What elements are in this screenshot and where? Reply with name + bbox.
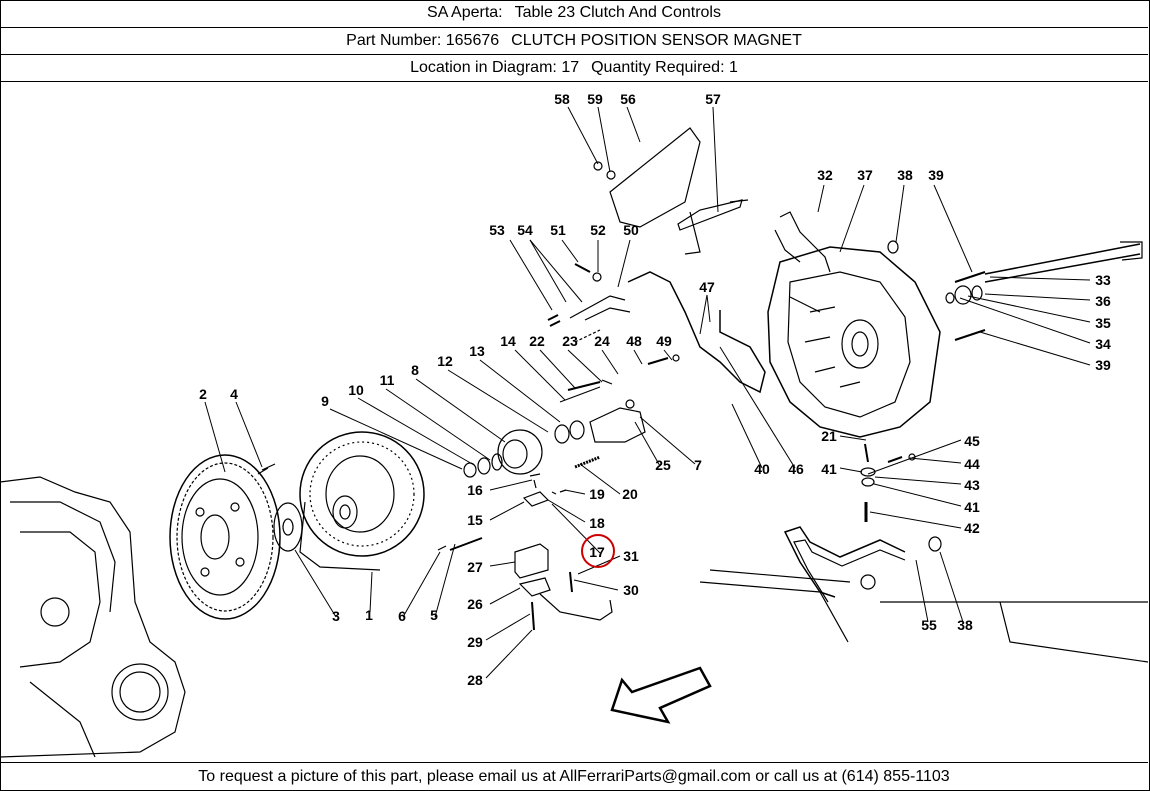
hydraulic-line [627, 271, 766, 394]
title-row: SA Aperta: Table 23 Clutch And Controls [0, 0, 1148, 28]
callout-21: 21 [821, 428, 837, 444]
callout-53: 53 [489, 222, 505, 238]
callout-22: 22 [529, 333, 545, 349]
catalog-prefix: SA Aperta: [427, 4, 503, 21]
callout-18: 18 [589, 515, 605, 531]
callout-34: 34 [1095, 336, 1111, 352]
callout-27: 27 [467, 559, 483, 575]
callout-44: 44 [964, 456, 980, 472]
callout-50: 50 [623, 222, 639, 238]
quantity-label: Quantity Required: [591, 59, 725, 76]
callout-19: 19 [589, 486, 605, 502]
location-label: Location in Diagram: [410, 59, 557, 76]
callout-32: 32 [817, 167, 833, 183]
callout-37: 37 [857, 167, 873, 183]
callout-59: 59 [587, 91, 603, 107]
callout-57: 57 [705, 91, 721, 107]
callout-7: 7 [694, 457, 702, 473]
location-value: 17 [561, 59, 580, 76]
callout-55: 55 [921, 617, 937, 633]
callout-11: 11 [380, 372, 395, 388]
clutch-assembly-drawing [299, 431, 425, 571]
callout-13: 13 [469, 343, 485, 359]
direction-arrow [610, 666, 712, 724]
highlight-ring [581, 534, 615, 568]
callout-39b: 39 [1095, 357, 1111, 373]
location-row: Location in Diagram: 17 Quantity Required… [0, 55, 1148, 82]
callout-38: 38 [897, 167, 913, 183]
callout-31: 31 [623, 548, 639, 564]
engine-block-outline [0, 476, 186, 758]
footer-text: To request a picture of this part, pleas… [198, 768, 950, 785]
adapter-plate-drawing [273, 502, 303, 552]
sensor-body [514, 543, 549, 579]
callout-15: 15 [467, 512, 483, 528]
callout-45: 45 [964, 433, 980, 449]
callout-6: 6 [398, 608, 406, 624]
callout-20: 20 [622, 486, 638, 502]
callout-25: 25 [655, 457, 671, 473]
callout-labels: 58 59 56 57 32 37 38 39 33 36 35 34 39 5… [199, 91, 1111, 688]
callout-41: 41 [821, 461, 837, 477]
callout-3: 3 [332, 608, 340, 624]
part-description: CLUTCH POSITION SENSOR MAGNET [511, 32, 802, 49]
callout-42: 42 [964, 520, 980, 536]
top-cover-plate [609, 127, 701, 228]
part-number-label: Part Number: [346, 32, 442, 49]
callout-35: 35 [1095, 315, 1111, 331]
callout-56: 56 [620, 91, 636, 107]
callout-38b: 38 [957, 617, 973, 633]
callout-49: 49 [656, 333, 672, 349]
callout-24: 24 [594, 333, 610, 349]
callout-23: 23 [562, 333, 578, 349]
callout-10: 10 [348, 382, 364, 398]
table-title: Table 23 Clutch And Controls [514, 4, 721, 21]
callout-41b: 41 [964, 499, 980, 515]
callout-51: 51 [550, 222, 566, 238]
callout-40: 40 [754, 461, 770, 477]
gearbox-housing-drawing [767, 246, 941, 438]
callout-30: 30 [623, 582, 639, 598]
callout-46: 46 [788, 461, 804, 477]
part-number: 165676 [445, 32, 500, 49]
exploded-view-svg: 58 59 56 57 32 37 38 39 33 36 35 34 39 5… [0, 91, 1149, 758]
callout-16: 16 [467, 482, 483, 498]
callout-12: 12 [437, 353, 453, 369]
hose-drawing [783, 526, 906, 598]
callout-4: 4 [230, 386, 238, 402]
callout-48: 48 [626, 333, 642, 349]
callout-29: 29 [467, 634, 483, 650]
flywheel-drawing [169, 454, 281, 620]
callout-2: 2 [199, 386, 207, 402]
callout-14: 14 [500, 333, 516, 349]
callout-8: 8 [411, 362, 419, 378]
callout-52: 52 [590, 222, 606, 238]
callout-33: 33 [1095, 272, 1111, 288]
parts-diagram: 58 59 56 57 32 37 38 39 33 36 35 34 39 5… [0, 82, 1149, 762]
callout-43: 43 [964, 477, 980, 493]
callout-17: 17 [589, 544, 605, 560]
callout-9: 9 [321, 393, 329, 409]
callout-5: 5 [430, 607, 438, 623]
contact-footer: To request a picture of this part, pleas… [0, 762, 1148, 789]
callout-1: 1 [365, 607, 373, 623]
quantity-value: 1 [728, 59, 738, 76]
part-number-row: Part Number: 165676 CLUTCH POSITION SENSO… [0, 28, 1148, 55]
callout-26: 26 [467, 596, 483, 612]
callout-36: 36 [1095, 293, 1111, 309]
callout-28: 28 [467, 672, 483, 688]
callout-39: 39 [928, 167, 944, 183]
callout-58: 58 [554, 91, 570, 107]
callout-54: 54 [517, 222, 533, 238]
callout-47: 47 [699, 279, 715, 295]
